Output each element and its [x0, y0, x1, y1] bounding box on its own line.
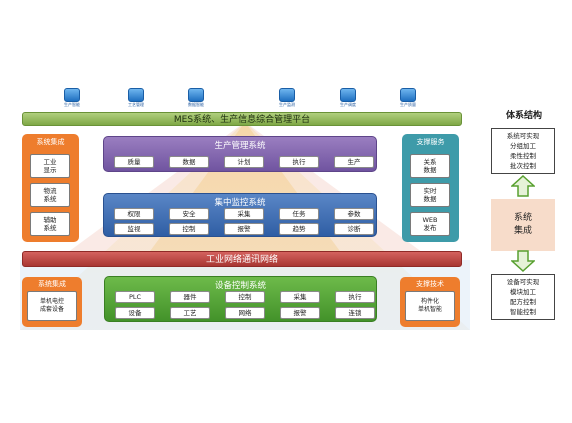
network-bar: 工业网络通讯网络 [22, 251, 462, 267]
item-cell: 器件 [170, 291, 210, 303]
lower-capability-box: 设备可实现 模块加工 配方控制 智能控制 [491, 274, 555, 320]
structure-title: 体系结构 [505, 111, 542, 121]
production-management-panel: 生产管理系统 质量 数据 计划 执行 生产 [103, 136, 377, 172]
device-row-2: 设备 工艺 网络 报警 连锁 [105, 307, 378, 319]
item-cell: 连锁 [335, 307, 375, 319]
box-label: 设备可实现 模块加工 配方控制 智能控制 [506, 278, 540, 316]
robot-icon [279, 88, 295, 102]
panel-title: 支撑技术 [416, 280, 444, 288]
item-cell: 网络 [225, 307, 265, 319]
item-cell: 采集 [224, 208, 264, 220]
top-icon-item: 工艺管理 [122, 88, 150, 108]
upper-capability-box: 系统可实现 分组加工 柔性控制 批次控制 [491, 128, 555, 174]
item-cell: 参数 [334, 208, 374, 220]
item-cell: 数据 [169, 156, 209, 168]
item-cell: 趋势 [279, 223, 319, 235]
box-label: 构件化 单机智能 [417, 298, 442, 313]
down-arrow-icon [511, 250, 535, 272]
industrial-display-box: 工业 显示 [30, 154, 70, 178]
system-integration-lower-panel: 系统集成 单机电控 成套设备 [22, 277, 82, 327]
item-cell: 诊断 [334, 223, 374, 235]
box-label: 实时 数据 [423, 187, 437, 203]
network-label: 工业网络通讯网络 [205, 255, 278, 265]
box-label: 辅助 系统 [43, 216, 57, 232]
item-cell: 任务 [279, 208, 319, 220]
system-integration-panel: 系统集成 工业 显示 物流 系统 辅助 系统 [22, 134, 79, 242]
item-cell: 控制 [225, 291, 265, 303]
auxiliary-system-box: 辅助 系统 [30, 212, 70, 236]
panel-title: 生产管理系统 [214, 141, 266, 151]
database-icon [188, 88, 204, 102]
panel-title: 设备控制系统 [214, 281, 266, 291]
device-row-1: PLC 器件 控制 采集 执行 [105, 291, 378, 303]
item-cell: 控制 [169, 223, 209, 235]
componentized-intelligence-box: 构件化 单机智能 [405, 291, 455, 321]
top-icon-label: 生产监测 [279, 102, 295, 107]
box-label: 物流 系统 [43, 187, 57, 203]
box-label: 单机电控 成套设备 [39, 298, 64, 313]
box-label: 工业 显示 [43, 158, 57, 174]
support-technology-panel: 支撑技术 构件化 单机智能 [400, 277, 460, 327]
item-cell: 生产 [334, 156, 374, 168]
realtime-data-box: 实时 数据 [410, 183, 450, 207]
top-icon-label: 生产智能 [64, 102, 80, 107]
top-icon-item: 数据智能 [182, 88, 210, 108]
monitoring-panel: 集中监控系统 权限 安全 采集 任务 参数 监视 控制 报警 趋势 诊断 [103, 193, 377, 237]
box-label: 关系 数据 [423, 158, 437, 174]
production-items-row: 质量 数据 计划 执行 生产 [104, 156, 378, 168]
support-services-panel: 支撑服务 关系 数据 实时 数据 WEB 发布 [402, 134, 459, 242]
top-icon-label: 生产质量 [400, 102, 416, 107]
box-label: 系统可实现 分组加工 柔性控制 批次控制 [506, 132, 540, 170]
top-icon-label: 数据智能 [188, 102, 204, 107]
top-icon-item: 生产智能 [58, 88, 86, 108]
people-icon [340, 88, 356, 102]
box-label: 系统 集成 [513, 213, 532, 236]
item-cell: 设备 [115, 307, 155, 319]
top-icon-label: 工艺管理 [128, 102, 144, 107]
system-integration-box: 系统 集成 [491, 199, 555, 251]
web-publish-box: WEB 发布 [410, 212, 450, 236]
item-cell: 工艺 [170, 307, 210, 319]
item-cell: 权限 [114, 208, 154, 220]
item-cell: 报警 [280, 307, 320, 319]
item-cell: 质量 [114, 156, 154, 168]
relational-data-box: 关系 数据 [410, 154, 450, 178]
mes-platform-bar: MES系统、生产信息综合管理平台 [22, 112, 462, 126]
device-control-panel: 设备控制系统 PLC 器件 控制 采集 执行 设备 工艺 网络 报警 连锁 [104, 276, 377, 322]
monitoring-row-1: 权限 安全 采集 任务 参数 [104, 208, 378, 220]
item-cell: 执行 [335, 291, 375, 303]
panel-title: 支撑服务 [416, 138, 445, 146]
up-arrow-icon [511, 175, 535, 197]
single-machine-control-box: 单机电控 成套设备 [27, 291, 77, 321]
panel-title: 系统集成 [36, 138, 65, 146]
top-icon-item: 生产调度 [334, 88, 362, 108]
item-cell: 计划 [224, 156, 264, 168]
monitoring-row-2: 监视 控制 报警 趋势 诊断 [104, 223, 378, 235]
item-cell: 执行 [279, 156, 319, 168]
document-icon [128, 88, 144, 102]
item-cell: 监视 [114, 223, 154, 235]
monitor-icon [64, 88, 80, 102]
top-icon-label: 生产调度 [340, 102, 356, 107]
top-icon-item: 生产监测 [273, 88, 301, 108]
item-cell: PLC [115, 291, 155, 303]
item-cell: 采集 [280, 291, 320, 303]
top-icon-item: 生产质量 [394, 88, 422, 108]
panel-title: 系统集成 [38, 280, 66, 288]
logistics-system-box: 物流 系统 [30, 183, 70, 207]
mes-platform-label: MES系统、生产信息综合管理平台 [173, 115, 311, 125]
gear-icon [400, 88, 416, 102]
box-label: WEB 发布 [422, 216, 438, 232]
item-cell: 报警 [224, 223, 264, 235]
panel-title: 集中监控系统 [214, 198, 266, 208]
item-cell: 安全 [169, 208, 209, 220]
